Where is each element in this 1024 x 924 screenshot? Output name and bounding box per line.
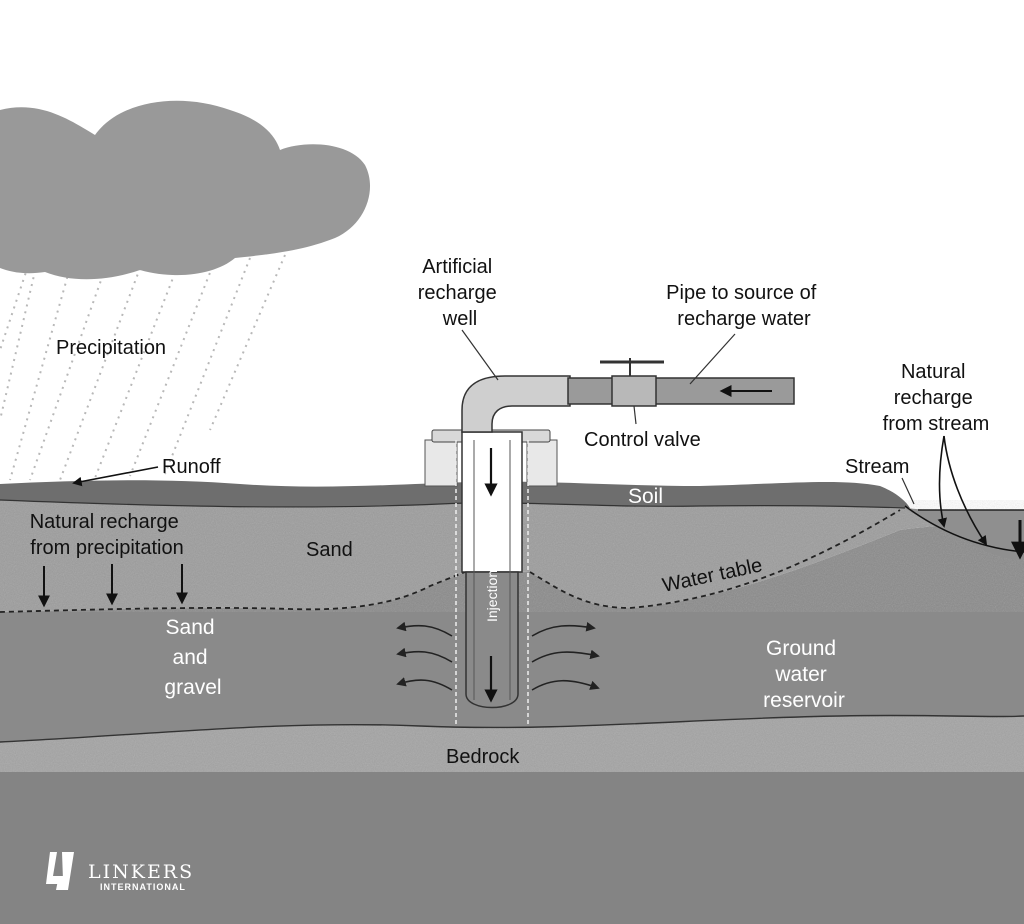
logo-name: LINKERS <box>88 861 194 883</box>
control-valve-body <box>611 375 657 407</box>
precipitation-label: Precipitation <box>56 337 166 359</box>
well-support-left <box>424 439 458 487</box>
artificial-well-label: Artificial recharge well <box>418 256 503 330</box>
control-valve-label: Control valve <box>584 429 701 451</box>
sand-label: Sand <box>306 539 353 561</box>
sand-gravel-label: Sand and gravel <box>164 616 221 699</box>
stream-recharge-arrows <box>937 435 988 546</box>
stream-label: Stream <box>845 456 909 478</box>
runoff-label: Runoff <box>162 456 221 478</box>
logo-subtitle: INTERNATIONAL <box>100 882 186 892</box>
natural-recharge-precip-label: Natural recharge from precipitation <box>30 511 185 559</box>
water-table-line <box>0 509 901 613</box>
base-band <box>0 772 1024 924</box>
leader-lines <box>461 329 736 425</box>
lateral-flow-arrows <box>396 621 600 691</box>
precip-recharge-arrows <box>38 564 188 608</box>
soil-label: Soil <box>628 485 663 508</box>
stream-leader <box>901 477 915 505</box>
rain-cloud <box>0 100 371 280</box>
linkers-logo: LINKERS INTERNATIONAL <box>46 852 194 892</box>
soil-layer <box>0 480 910 508</box>
natural-stream-label: Natural recharge from stream <box>883 361 990 435</box>
runoff-arrow <box>72 466 159 487</box>
injection-pipe-label: Injection pipe <box>484 539 500 622</box>
bedrock-label: Bedrock <box>446 746 520 768</box>
ground-water-label: Ground water reservoir <box>763 637 845 712</box>
well-support-right <box>526 439 558 487</box>
injection-pipe-lower <box>465 571 519 709</box>
supply-pipe <box>567 377 795 405</box>
bedrock-boundary <box>0 714 1024 743</box>
stream-bed <box>904 505 1024 553</box>
rain-streaks <box>0 249 286 481</box>
pipe-source-label: Pipe to source of recharge water <box>666 282 822 330</box>
logo-mark-icon <box>46 852 74 890</box>
